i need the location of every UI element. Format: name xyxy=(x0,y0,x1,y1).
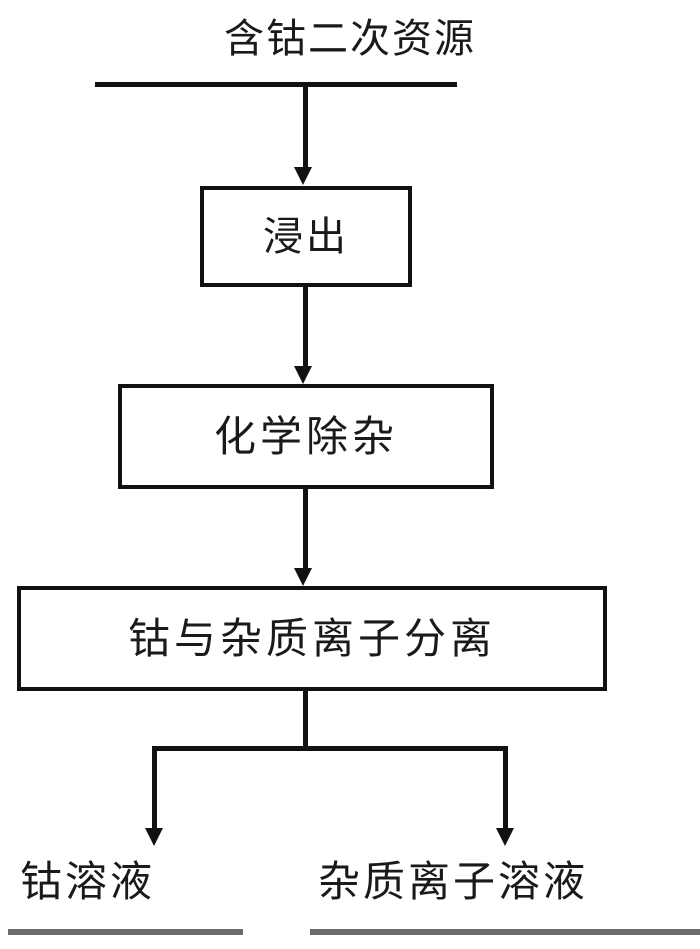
output-label-impurity-solution: 杂质离子溶液 xyxy=(318,857,589,906)
output-label-cobalt-solution: 钴溶液 xyxy=(20,857,156,906)
connector-purify-to-separate-stem xyxy=(303,489,308,569)
process-box-chemical-purification: 化学除杂 xyxy=(118,384,494,489)
connector-purify-to-separate-arrowhead xyxy=(294,568,312,586)
connector-leach-to-purify-stem xyxy=(303,287,308,367)
connector-source-to-leach-arrowhead xyxy=(294,167,312,185)
output-underline-cobalt-solution xyxy=(8,929,243,935)
process-box-leach-label: 浸出 xyxy=(263,213,349,260)
process-box-chemical-purification-label: 化学除杂 xyxy=(213,411,398,461)
source-underline xyxy=(95,82,457,87)
process-box-cobalt-impurity-separation: 钴与杂质离子分离 xyxy=(17,586,607,691)
process-box-leach: 浸出 xyxy=(200,186,412,287)
connector-to-impurity-solution-arrowhead xyxy=(496,828,514,846)
connector-to-cobalt-solution-arrowhead xyxy=(145,828,163,846)
connector-leach-to-purify-arrowhead xyxy=(294,366,312,384)
output-underline-impurity-solution xyxy=(310,929,700,935)
connector-split-crossbar xyxy=(152,746,508,751)
connector-source-to-leach-stem xyxy=(303,85,308,168)
connector-to-impurity-solution-stem xyxy=(503,746,508,832)
connector-split-stem xyxy=(303,691,308,751)
connector-to-cobalt-solution-stem xyxy=(152,746,157,832)
process-box-cobalt-impurity-separation-label: 钴与杂质离子分离 xyxy=(127,613,496,663)
source-label: 含钴二次资源 xyxy=(224,16,476,62)
